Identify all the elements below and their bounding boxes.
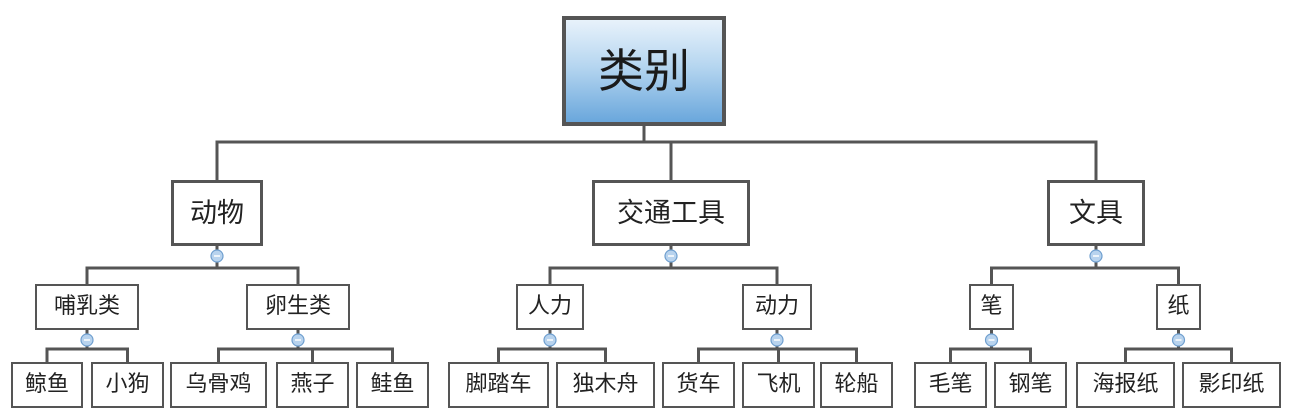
leaf-node[interactable]: 鲑鱼 [356,362,429,408]
subcategory-node[interactable]: 纸 [1156,284,1201,330]
leaf-node[interactable]: 飞机 [742,362,815,408]
leaf-node[interactable]: 独木舟 [556,362,655,408]
leaf-node[interactable]: 毛笔 [914,362,987,408]
subcategory-node-label: 卵生类 [264,294,331,319]
subcategory-node[interactable]: 动力 [742,284,812,330]
leaf-node-label: 影印纸 [1198,372,1265,397]
subcategory-node-label: 哺乳类 [53,294,120,319]
root-node-label: 类别 [598,44,690,98]
leaf-node[interactable]: 鲸鱼 [11,362,83,408]
leaf-node-label: 乌骨鸡 [185,372,252,397]
collapse-toggle-icon[interactable] [80,333,94,347]
collapse-toggle-icon[interactable] [1171,333,1186,347]
category-node-label: 动物 [190,197,244,229]
leaf-node-label: 毛笔 [928,372,973,397]
leaf-node-label: 货车 [676,372,721,397]
leaf-node[interactable]: 钢笔 [994,362,1067,408]
collapse-toggle-icon[interactable] [291,333,305,347]
leaf-node-label: 小狗 [105,372,150,397]
leaf-node-label: 独木舟 [572,372,639,397]
subcategory-node[interactable]: 哺乳类 [35,284,139,330]
leaf-node-label: 轮船 [834,372,879,397]
leaf-node-label: 海报纸 [1092,372,1159,397]
collapse-toggle-icon[interactable] [770,333,784,347]
leaf-node-label: 钢笔 [1008,372,1053,397]
category-node[interactable]: 动物 [171,180,263,246]
leaf-node[interactable]: 燕子 [276,362,349,408]
leaf-node-label: 飞机 [756,372,801,397]
leaf-node[interactable]: 货车 [662,362,735,408]
collapse-toggle-icon[interactable] [210,249,224,263]
subcategory-node-label: 笔 [980,294,1003,319]
collapse-toggle-icon[interactable] [1089,249,1103,263]
leaf-node[interactable]: 影印纸 [1182,362,1281,408]
collapse-toggle-icon[interactable] [543,333,557,347]
subcategory-node-label: 动力 [754,294,799,319]
category-node-label: 交通工具 [617,197,725,229]
root-node[interactable]: 类别 [562,16,726,126]
category-node[interactable]: 文具 [1047,180,1145,246]
leaf-node-label: 燕子 [290,372,335,397]
collapse-toggle-icon[interactable] [984,333,999,347]
subcategory-node[interactable]: 笔 [969,284,1014,330]
leaf-node-label: 鲸鱼 [24,372,69,397]
collapse-toggle-icon[interactable] [664,249,678,263]
category-node[interactable]: 交通工具 [592,180,750,246]
leaf-node[interactable]: 脚踏车 [448,362,549,408]
leaf-node[interactable]: 乌骨鸡 [170,362,267,408]
subcategory-node[interactable]: 卵生类 [246,284,350,330]
subcategory-node-label: 纸 [1167,294,1190,319]
leaf-node[interactable]: 轮船 [820,362,893,408]
leaf-node[interactable]: 海报纸 [1076,362,1175,408]
subcategory-node[interactable]: 人力 [516,284,584,330]
subcategory-node-label: 人力 [527,294,572,319]
leaf-node-label: 鲑鱼 [370,372,415,397]
leaf-node[interactable]: 小狗 [91,362,164,408]
category-node-label: 文具 [1069,197,1123,229]
leaf-node-label: 脚踏车 [465,372,532,397]
